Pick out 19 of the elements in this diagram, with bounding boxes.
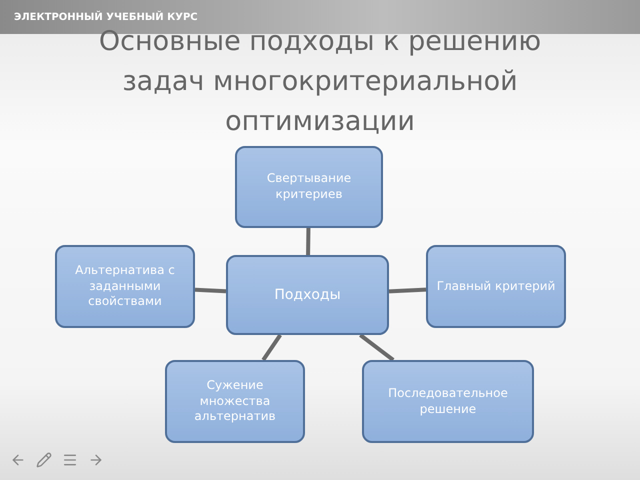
box-label: Подходы <box>274 286 341 304</box>
approach-box <box>226 255 389 335</box>
approach-box <box>426 245 566 328</box>
course-label: ЭЛЕКТРОННЫЙ УЧЕБНЫЙ КУРС <box>14 12 198 23</box>
box-label: Альтернатива с заданными свойствами <box>74 263 176 310</box>
connector-line <box>388 288 426 294</box>
connector-line <box>306 228 310 256</box>
connector-line <box>262 334 282 362</box>
box-label: Сужение множества альтернатив <box>193 378 277 425</box>
approach-box <box>55 245 195 328</box>
connector-line <box>194 288 226 294</box>
connector-line <box>359 333 394 362</box>
box-label: Главный критерий <box>436 278 556 294</box>
approach-box <box>235 146 383 228</box>
box-label: Последовательное решение <box>387 386 509 418</box>
approach-box <box>165 360 305 443</box>
box-label: Свертывание критериев <box>266 171 352 203</box>
approach-box <box>362 360 534 443</box>
slide-title: Основные подходы к решению задач многокритериальной оптимизации <box>98 25 542 139</box>
